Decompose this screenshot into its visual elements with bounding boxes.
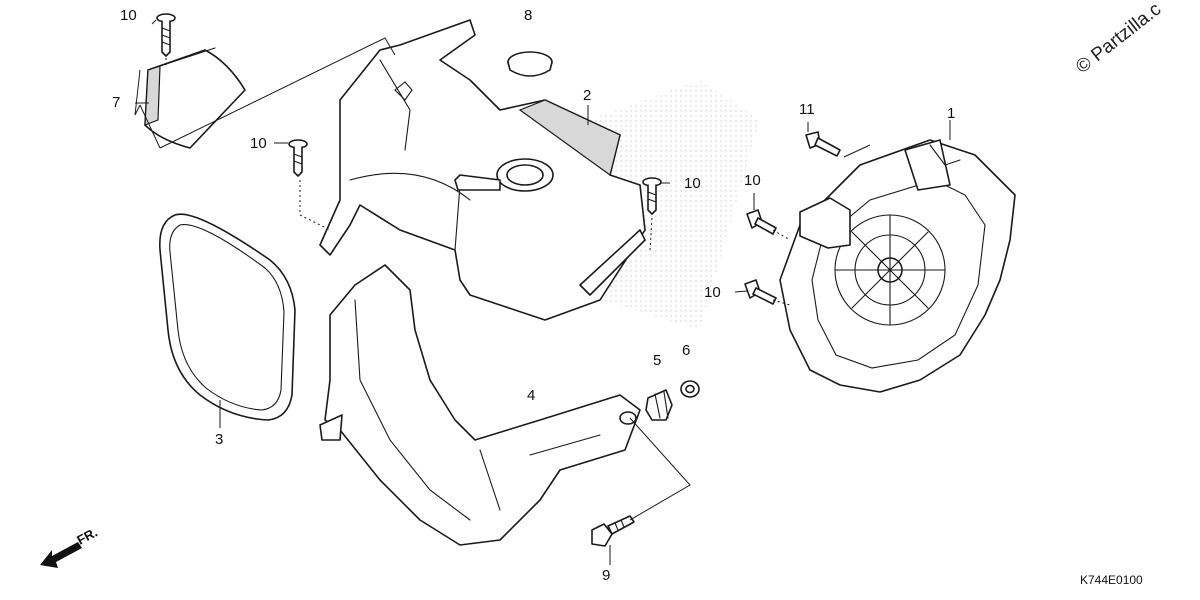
- diagram-code: K744E0100: [1080, 573, 1143, 587]
- watermark: © Partzilla.c: [1072, 0, 1165, 78]
- callout-1: 1: [947, 105, 955, 122]
- part-3-seal[interactable]: [158, 213, 296, 421]
- part-10-screw-mid-left[interactable]: [288, 139, 308, 177]
- callout-10-right-lower: 10: [704, 284, 721, 301]
- part-2-upper-shroud[interactable]: [319, 19, 646, 321]
- part-4-lower-shroud[interactable]: [319, 264, 641, 546]
- part-5-bushing[interactable]: [645, 389, 673, 421]
- callout-7: 7: [112, 94, 120, 111]
- callout-2: 2: [583, 87, 591, 104]
- part-10-screw-right-upper[interactable]: [746, 209, 777, 235]
- leader-lines: [134, 19, 951, 565]
- part-9-bolt[interactable]: [591, 515, 635, 547]
- part-10-screw-top[interactable]: [156, 13, 176, 57]
- part-7-cover[interactable]: [144, 47, 246, 149]
- callout-3: 3: [215, 431, 223, 448]
- callout-4: 4: [527, 387, 535, 404]
- callout-5: 5: [653, 352, 661, 369]
- part-1-fan-cover[interactable]: [779, 139, 1016, 393]
- callout-10-mid-right: 10: [684, 175, 701, 192]
- callout-10-top-left: 10: [120, 7, 137, 24]
- callout-6: 6: [682, 342, 690, 359]
- front-direction-arrow: [40, 542, 82, 568]
- callout-11: 11: [799, 101, 815, 118]
- part-10-screw-mid-right[interactable]: [642, 177, 662, 215]
- callout-9: 9: [602, 567, 610, 584]
- part-8-plug[interactable]: [507, 51, 553, 77]
- part-6-collar[interactable]: [680, 380, 700, 398]
- callout-10-right-upper: 10: [744, 172, 761, 189]
- part-11-screw[interactable]: [805, 131, 841, 157]
- callout-10-mid-left: 10: [250, 135, 267, 152]
- callout-8: 8: [524, 7, 532, 24]
- part-10-screw-right-lower[interactable]: [744, 279, 777, 305]
